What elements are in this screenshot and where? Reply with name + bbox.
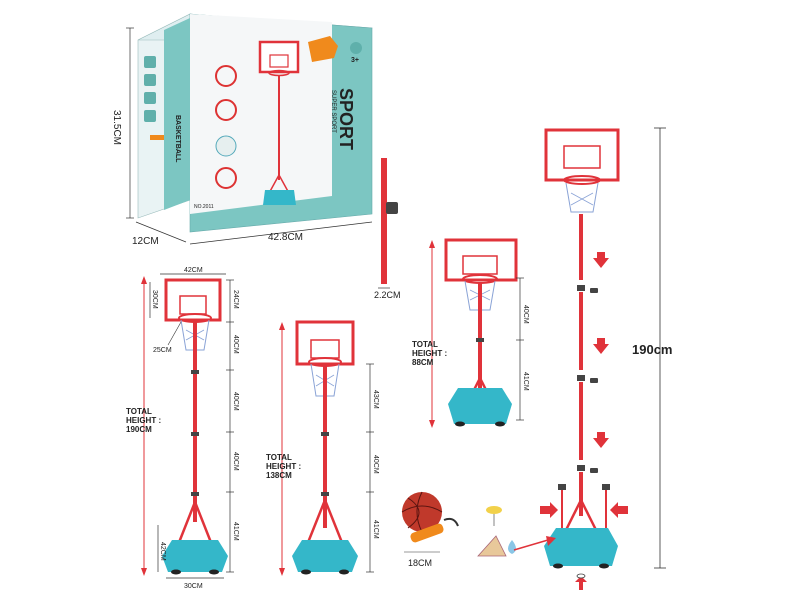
base	[544, 528, 618, 566]
box-dimension-lines	[126, 27, 373, 245]
backboard	[544, 128, 620, 182]
accessory-disc	[486, 506, 502, 514]
pole-detail: 2.2CM	[374, 158, 401, 300]
pole	[323, 366, 327, 528]
total-height-line3: 138CM	[266, 471, 292, 480]
segment-2-label: 40CM	[372, 455, 379, 474]
total-height-line2: HEIGHT :	[412, 349, 447, 358]
pole	[478, 282, 482, 392]
basketball	[402, 492, 442, 532]
assembly-diagram: 190cm	[540, 127, 672, 590]
pole	[193, 322, 197, 522]
assembly-arrows	[540, 252, 628, 590]
total-height-line2: HEIGHT :	[126, 416, 161, 425]
total-height-line3: 190CM	[126, 425, 152, 434]
rim-size-label: 25CM	[153, 347, 172, 354]
box-warning-icons	[215, 65, 237, 189]
assembly-height-label: 190cm	[632, 342, 672, 357]
box-side-stripe	[164, 18, 190, 210]
box-side-text: BASKETBALL	[174, 115, 181, 163]
base	[448, 388, 512, 424]
base	[292, 540, 358, 572]
box-brand-sport: SPORT	[336, 88, 356, 150]
accessories: 18CM	[401, 491, 556, 568]
ball-size-label: 18CM	[408, 558, 432, 568]
rim-width-label: 42CM	[184, 267, 203, 274]
total-height-line3: 88CM	[412, 358, 434, 367]
box-logo: 3+	[308, 36, 362, 64]
box-brand-super: SUPER SPORT	[330, 90, 336, 133]
stand-138: 43CM 40CM 41CM TOTAL HEIGHT : 138CM	[266, 320, 379, 576]
segment-3-label: 40CM	[232, 452, 239, 471]
box-width-label: 42.8CM	[268, 232, 303, 243]
segment-1-label: 40CM	[232, 335, 239, 354]
segment-4-label: 41CM	[232, 522, 239, 541]
air-pump	[410, 523, 444, 543]
board-height-label: 30CM	[151, 290, 158, 309]
base-width-label: 30CM	[184, 583, 203, 590]
product-box: BASKETBALL 3+ SPORT SUPER SPORT NO.2	[111, 13, 373, 247]
total-height-line1: TOTAL	[412, 340, 438, 349]
segment-2-label: 41CM	[522, 372, 529, 391]
stand-190: 42CM 30CM 24CM 25CM 40CM 40CM 40CM 41CM …	[126, 267, 239, 590]
box-hoop-image	[258, 40, 300, 205]
pole-detail-label: 2.2CM	[374, 290, 401, 300]
total-height-line2: HEIGHT :	[266, 462, 301, 471]
segment-2-label: 40CM	[232, 392, 239, 411]
board-side-label: 24CM	[232, 290, 239, 309]
segment-3-label: 41CM	[372, 520, 379, 539]
box-age-badge: 3+	[351, 57, 359, 64]
total-height-line1: TOTAL	[126, 407, 152, 416]
base	[162, 540, 228, 572]
box-side-orange-tag	[150, 135, 164, 140]
box-depth-label: 12CM	[132, 236, 159, 247]
segment-1-label: 43CM	[372, 390, 379, 409]
base-height-label: 42CM	[159, 542, 166, 561]
total-height-line1: TOTAL	[266, 453, 292, 462]
segment-1-label: 40CM	[522, 305, 529, 324]
rim	[563, 175, 601, 185]
accessory-triangle	[477, 535, 507, 557]
accessory-drop	[508, 540, 516, 554]
box-model-number: NO.2011	[194, 204, 214, 210]
box-height-label: 31.5CM	[111, 110, 122, 145]
stand-88: 40CM 41CM TOTAL HEIGHT : 88CM	[412, 238, 529, 428]
net	[565, 182, 599, 213]
